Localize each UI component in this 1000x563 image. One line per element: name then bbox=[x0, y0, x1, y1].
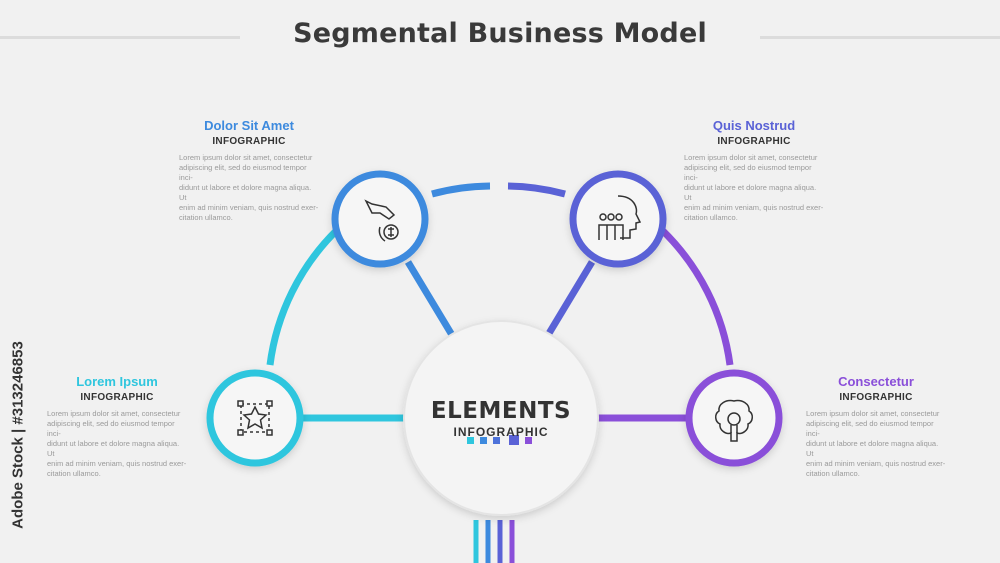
block-heading: Lorem Ipsum bbox=[76, 374, 158, 389]
center-label: ELEMENTS INFOGRAPHIC bbox=[403, 398, 599, 439]
block-heading: Consectetur bbox=[838, 374, 914, 389]
block-heading: Quis Nostrud bbox=[712, 118, 796, 133]
block-body: Lorem ipsum dolor sit amet, consectetur … bbox=[47, 409, 187, 478]
text-block-lorem-ipsum: Lorem Ipsum INFOGRAPHIC Lorem ipsum dolo… bbox=[47, 374, 187, 479]
outer-arc bbox=[266, 182, 734, 366]
block-body: Lorem ipsum dolor sit amet, consectetur … bbox=[806, 409, 946, 478]
hand-coin-icon bbox=[364, 199, 399, 242]
title-divider-right bbox=[760, 36, 1000, 39]
watermark-text: Adobe Stock | #313246853 bbox=[9, 341, 27, 529]
node-quis-nostrud bbox=[569, 170, 667, 268]
text-block-consectetur: Consectetur INFOGRAPHIC Lorem ipsum dolo… bbox=[806, 374, 946, 479]
text-block-quis-nostrud: Quis Nostrud INFOGRAPHIC Lorem ipsum dol… bbox=[684, 118, 824, 223]
team-head-icon bbox=[598, 195, 642, 240]
title-divider-left bbox=[0, 36, 240, 39]
center-dots bbox=[467, 435, 532, 445]
stock-watermark: Adobe Stock | #313246853 bbox=[6, 320, 30, 550]
center-subtitle: INFOGRAPHIC bbox=[453, 425, 549, 439]
text-block-dolor-sit-amet: Dolor Sit Amet INFOGRAPHIC Lorem ipsum d… bbox=[179, 118, 319, 223]
star-icon bbox=[237, 400, 273, 436]
block-subheading: INFOGRAPHIC bbox=[80, 392, 154, 403]
block-subheading: INFOGRAPHIC bbox=[717, 136, 791, 147]
spokes bbox=[300, 260, 700, 422]
page-title: Segmental Business Model bbox=[293, 18, 707, 49]
center-circle bbox=[403, 320, 599, 516]
brain-bulb-icon bbox=[715, 399, 753, 442]
block-body: Lorem ipsum dolor sit amet, consectetur … bbox=[684, 153, 824, 222]
stem-lines bbox=[473, 520, 515, 563]
node-consectetur bbox=[685, 369, 783, 467]
block-subheading: INFOGRAPHIC bbox=[839, 392, 913, 403]
node-lorem-ipsum bbox=[206, 369, 304, 467]
center-title: ELEMENTS bbox=[430, 398, 572, 424]
node-dolor-sit-amet bbox=[331, 170, 429, 268]
block-heading: Dolor Sit Amet bbox=[204, 118, 294, 133]
block-subheading: INFOGRAPHIC bbox=[212, 136, 286, 147]
block-body: Lorem ipsum dolor sit amet, consectetur … bbox=[179, 153, 319, 222]
